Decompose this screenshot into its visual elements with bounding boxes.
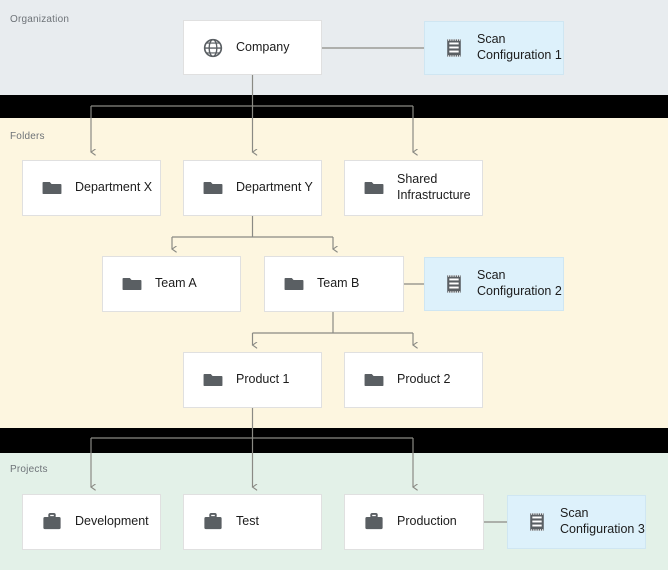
node-department-x[interactable]: Department X (22, 160, 161, 216)
node-product-1[interactable]: Product 1 (183, 352, 322, 408)
receipt-icon (447, 275, 461, 293)
node-label: Production (397, 514, 457, 529)
folder-icon (203, 181, 223, 195)
node-company[interactable]: Company (183, 20, 322, 75)
node-label: Department Y (236, 180, 313, 195)
node-test[interactable]: Test (183, 494, 322, 550)
node-team-b[interactable]: Team B (264, 256, 404, 312)
section-label-organization: Organization (10, 14, 70, 25)
node-scan-configuration-1[interactable]: Scan Configuration 1 (424, 21, 564, 75)
node-scan-configuration-3[interactable]: Scan Configuration 3 (507, 495, 646, 549)
node-label: Product 2 (397, 372, 451, 387)
globe-icon (203, 38, 223, 57)
node-label: Team B (317, 276, 360, 291)
folder-icon (122, 277, 142, 291)
section-label-projects: Projects (10, 464, 48, 475)
node-label: Team A (155, 276, 197, 291)
node-production[interactable]: Production (344, 494, 484, 550)
folder-icon (364, 181, 384, 195)
section-organization (0, 0, 668, 95)
node-label: Company (236, 39, 290, 54)
folder-icon (203, 373, 223, 387)
folder-icon (364, 373, 384, 387)
node-label: Scan Configuration 1 (477, 32, 562, 62)
node-label: Scan Configuration 3 (560, 506, 645, 536)
folder-icon (284, 277, 304, 291)
node-development[interactable]: Development (22, 494, 161, 550)
section-label-folders: Folders (10, 131, 45, 142)
briefcase-icon (365, 512, 383, 530)
briefcase-icon (43, 512, 61, 530)
node-product-2[interactable]: Product 2 (344, 352, 483, 408)
node-department-y[interactable]: Department Y (183, 160, 322, 216)
node-label: Development (75, 514, 149, 529)
node-label: Scan Configuration 2 (477, 268, 562, 298)
node-label: Product 1 (236, 372, 290, 387)
node-label: Department X (75, 180, 153, 195)
node-label: Shared Infrastructure (397, 172, 471, 202)
node-team-a[interactable]: Team A (102, 256, 241, 312)
folder-icon (42, 181, 62, 195)
node-label: Test (236, 514, 259, 529)
receipt-icon (447, 39, 461, 57)
node-scan-configuration-2[interactable]: Scan Configuration 2 (424, 257, 564, 311)
section-separator-top (0, 95, 668, 118)
node-shared-infrastructure[interactable]: Shared Infrastructure (344, 160, 483, 216)
receipt-icon (530, 513, 544, 531)
briefcase-icon (204, 512, 222, 530)
section-separator-bottom (0, 428, 668, 453)
